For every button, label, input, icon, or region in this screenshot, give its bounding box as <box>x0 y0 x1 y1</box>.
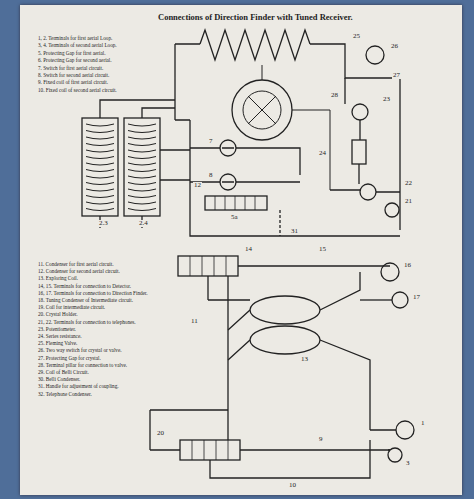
callout-number: 21 <box>404 198 413 205</box>
callout-number: 9 <box>318 436 324 443</box>
callout-number: 28 <box>330 92 339 99</box>
legend-line: 31. Handle for adjustment of coupling. <box>38 384 119 389</box>
wire <box>228 272 370 430</box>
legend-line: 24. Series resistance. <box>38 334 82 339</box>
callout-number: 24 <box>318 150 327 157</box>
legend-line: 18. Tuning Condenser of Intermediate cir… <box>38 298 133 303</box>
callout-number: 2.3 <box>98 220 109 227</box>
legend-line: 5. Protecting Gap for first aerial. <box>38 51 106 56</box>
wire <box>370 430 396 450</box>
callout-number: 17 <box>412 294 421 301</box>
terminal <box>388 448 402 462</box>
legend-line: 25. Fleming Valve. <box>38 341 77 346</box>
wire <box>248 65 330 190</box>
legend-line: 26. Two way switch for crystal or valve. <box>38 348 122 353</box>
callout-number: 11 <box>190 318 199 325</box>
belli-coil <box>250 296 320 324</box>
callout-number: 15 <box>318 246 327 253</box>
callout-number: 7 <box>208 138 214 145</box>
resistance <box>352 140 366 164</box>
callout-number: 5a <box>230 214 239 221</box>
legend-line: 10. Fixed coil of second aerial circuit. <box>38 88 117 93</box>
callout-number: 25 <box>352 33 361 40</box>
callout-number: 8 <box>208 172 214 179</box>
legend-line: 8. Switch for second aerial circuit. <box>38 73 109 78</box>
coil-winding <box>86 124 156 211</box>
terminal <box>396 421 414 439</box>
wire <box>100 100 190 228</box>
callout-number: 14 <box>244 246 253 253</box>
wire <box>208 266 390 440</box>
callout-number: 26 <box>390 43 399 50</box>
legend-line: 27. Protecting Gap for crystal. <box>38 356 101 361</box>
callout-number: 13 <box>300 356 309 363</box>
terminal <box>381 263 399 281</box>
callout-number: 23 <box>382 96 391 103</box>
legend-line: 9. Fixed coil of first aerial circuit. <box>38 80 108 85</box>
belli-coil <box>250 326 320 354</box>
page-title: Connections of Direction Finder with Tun… <box>158 13 353 22</box>
callout-number: 12 <box>193 182 202 189</box>
legend-line: 19. Coil for intermediate circuit. <box>38 305 105 310</box>
legend-line: 6. Protecting Gap for second aerial. <box>38 58 112 63</box>
legend-line: 23. Potentiometer. <box>38 327 76 332</box>
terminal <box>360 184 376 200</box>
coupling-handle <box>279 210 280 236</box>
callout-number: 16 <box>403 262 412 269</box>
legend-line: 11. Condenser for first aerial circuit. <box>38 262 113 267</box>
condenser-plates <box>215 196 255 210</box>
legend-line: 30. Belli Condenser. <box>38 377 80 382</box>
wire <box>190 148 300 182</box>
condenser-cylinder <box>180 440 240 460</box>
legend-line: 21, 22. Terminals for connection to tele… <box>38 320 136 325</box>
terminal <box>392 292 408 308</box>
legend-line: 29. Coil of Belli Circuit. <box>38 370 89 375</box>
callout-number: 3 <box>405 460 411 467</box>
callout-number: 22 <box>404 180 413 187</box>
legend-line: 14, 15. Terminals for connection to Dete… <box>38 284 131 289</box>
terminal <box>352 104 368 120</box>
legend-line: 20. Crystal Holder. <box>38 312 77 317</box>
valve <box>366 46 384 64</box>
condenser-cylinder <box>178 256 238 276</box>
legend-line: 12. Condenser for second aerial circuit. <box>38 269 120 274</box>
callout-number: 27 <box>392 72 401 79</box>
callout-number: 2.4 <box>138 220 149 227</box>
condenser-plates <box>192 440 228 460</box>
coil-winding <box>200 30 310 60</box>
callout-number: 10 <box>288 482 297 489</box>
legend-line: 1, 2. Terminals for first aerial Loop. <box>38 36 112 41</box>
legend-line: 3, 4. Terminals of second aerial Loop. <box>38 43 117 48</box>
wire <box>330 78 400 192</box>
condenser-plates <box>190 256 226 276</box>
wire <box>360 299 392 300</box>
legend-line: 32. Telephone Condenser. <box>38 392 92 397</box>
legend-line: 28. Terminal pillar for connection to va… <box>38 363 127 368</box>
callout-number: 1 <box>420 420 426 427</box>
legend-line: 16, 17. Terminals for connection to Dire… <box>38 291 148 296</box>
callout-number: 31 <box>290 228 299 235</box>
wire <box>150 410 390 478</box>
legend-line: 7. Switch for first aerial circuit. <box>38 66 103 71</box>
legend-line: 13. Exploring Coil. <box>38 276 78 281</box>
terminal <box>385 203 399 217</box>
wire <box>175 44 400 236</box>
condenser <box>205 196 267 210</box>
callout-number: 20 <box>156 430 165 437</box>
